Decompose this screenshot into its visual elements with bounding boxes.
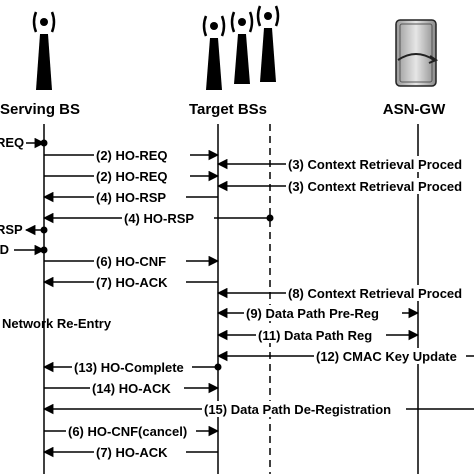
message-origin-dot	[214, 363, 222, 371]
left-dot	[40, 139, 48, 147]
message-label: (11) Data Path Reg	[258, 328, 372, 343]
message-label: (6) HO-CNF	[96, 254, 166, 269]
message-label: (12) CMAC Key Update	[316, 349, 457, 364]
entity-serving-bs: Serving BS	[0, 101, 80, 118]
asn-gw-server-icon	[395, 19, 439, 87]
left-dot	[40, 226, 48, 234]
message-label: (13) HO-Complete	[74, 360, 184, 375]
message-label: (8) Context Retrieval Proced	[288, 286, 462, 301]
message-origin-dot	[266, 214, 274, 222]
message-label: (4) HO-RSP	[96, 190, 166, 205]
message-label: (3) Context Retrieval Proced	[288, 179, 462, 194]
left-fragment-rsp: RSP	[0, 222, 23, 237]
message-label: (2) HO-REQ	[96, 148, 168, 163]
message-label: (2) HO-REQ	[96, 169, 168, 184]
message-label: (7) HO-ACK	[96, 445, 168, 460]
message-label: (4) HO-RSP	[124, 211, 194, 226]
message-label: (6) HO-CNF(cancel)	[68, 424, 187, 439]
message-label: (9) Data Path Pre-Reg	[246, 306, 379, 321]
target-bs-antenna-icon	[256, 5, 280, 82]
message-label: (15) Data Path De-Registration	[204, 402, 391, 417]
entity-target-bss: Target BSs	[189, 101, 267, 118]
target-bs-antenna-icon	[202, 15, 226, 90]
left-fragment-req: REQ	[0, 135, 24, 150]
entity-asn-gw: ASN-GW	[383, 101, 446, 118]
serving-bs-antenna-icon	[32, 11, 56, 90]
target-bs-antenna-icon	[230, 11, 254, 84]
left-dot	[40, 246, 48, 254]
message-label: (14) HO-ACK	[92, 381, 171, 396]
message-label: (3) Context Retrieval Proced	[288, 157, 462, 172]
left-fragment-network-reentry: Network Re-Entry	[2, 316, 112, 331]
message-label: (7) HO-ACK	[96, 275, 168, 290]
left-fragment-id: ID	[0, 242, 9, 257]
